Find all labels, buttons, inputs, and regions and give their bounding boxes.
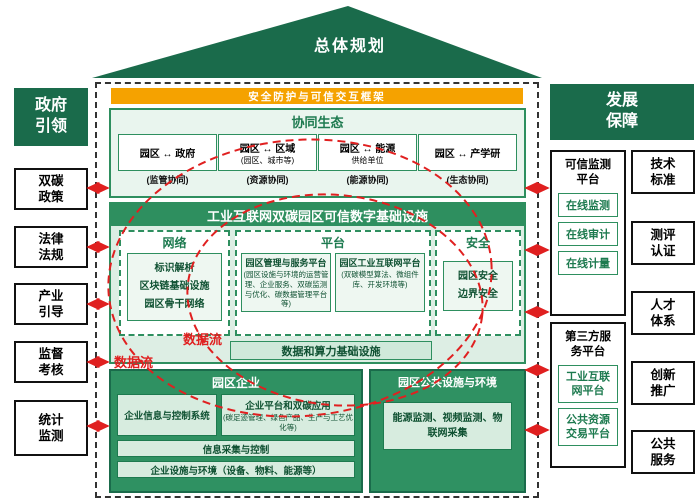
network-items: 标识解析 区块链基础设施 园区骨干网络 — [127, 253, 222, 321]
ecology-pair-line1: 园区 ↔ 能源 — [339, 143, 396, 155]
ecology-pair-caption: (生态协同) — [446, 175, 489, 185]
security-items: 园区安全 边界安全 — [443, 261, 513, 311]
data-computing-infrastructure-bar: 数据和算力基础设施 — [230, 341, 432, 360]
left-panel-item: 产业引导 — [14, 283, 88, 325]
platform-group-item: 在线审计 — [558, 221, 618, 246]
right-panel-item: 人才体系 — [631, 291, 695, 335]
network-panel-title: 网络 — [162, 236, 187, 250]
data-flow-label: 数据流 — [183, 332, 223, 347]
enterprise-box-title: 企业平台和双碳应用 — [245, 401, 331, 413]
left-panel-item-label: 法律法规 — [38, 231, 64, 262]
enterprise-box-desc: (碳足迹管理、绿色产品、生产与工艺优化等) — [223, 413, 353, 432]
right-panel-item-label: 创新推广 — [650, 367, 676, 398]
platform-group-item: 公共资源交易平台 — [558, 407, 618, 446]
enterprise-facilities-bar: 企业设施与环境（设备、物料、能源等） — [117, 461, 355, 478]
network-panel: 网络 标识解析 区块链基础设施 园区骨干网络 — [119, 230, 230, 336]
overall-planning-title: 总体规划 — [313, 38, 386, 55]
left-panel-header-label: 政府引领 — [34, 97, 67, 135]
info-collection-control-bar: 信息采集与控制 — [117, 440, 355, 457]
right-panel-item-label: 人才体系 — [650, 297, 676, 328]
ecology-pair-line1: 园区 ↔ 区域 — [239, 143, 296, 155]
ecology-pair-caption: (监管协同) — [146, 175, 189, 185]
ecology-pair-line1: 园区 ↔ 产学研 — [434, 149, 501, 160]
third-party-service-platform-box: 第三方服务平台 工业互联网平台 公共资源交易平台 — [550, 322, 626, 468]
platform-group-item-label: 工业互联网平台 — [566, 370, 610, 397]
left-panel-item: 法律法规 — [14, 226, 88, 268]
ecology-pair: 园区 ↔ 能源 供给单位 (能源协同) — [318, 134, 417, 186]
left-panel-item-label: 监督考核 — [38, 346, 64, 377]
platform-group-title-label: 第三方服务平台 — [565, 331, 611, 358]
security-panel: 安全 园区安全 边界安全 — [435, 230, 521, 336]
enterprise-title: 园区企业 — [211, 376, 260, 390]
right-panel-item-label: 技术标准 — [650, 156, 676, 187]
ecology-pair: 园区 ↔ 政府 (监管协同) — [118, 134, 217, 186]
left-panel-item: 统计监测 — [14, 400, 88, 456]
platform-box-title: 园区管理与服务平台 — [245, 258, 327, 268]
infrastructure-box: 工业互联网双碳园区可信数字基础设施 网络 标识解析 区块链基础设施 园区骨干网络… — [109, 202, 526, 364]
right-panel-item: 创新推广 — [631, 361, 695, 405]
ecology-pair-box: 园区 ↔ 政府 — [118, 134, 217, 171]
trusted-monitoring-platform-box: 可信监测平台 在线监测 在线审计 在线计量 — [550, 150, 626, 316]
platform-panel-boxes: 园区管理与服务平台 (园区设施与环境的运营管理、企业服务、双碳监测与优化、碳数据… — [237, 253, 429, 312]
left-panel-header: 政府引领 — [14, 88, 88, 146]
ecology-pair: 园区 ↔ 产学研 (生态协同) — [418, 134, 517, 186]
enterprise-row1: 企业信息与控制系统 企业平台和双碳应用 (碳足迹管理、绿色产品、生产与工艺优化等… — [111, 391, 361, 436]
left-panel-item: 双碳政策 — [14, 168, 88, 210]
platform-group-title-label: 可信监测平台 — [565, 159, 611, 186]
ecology-pair: 园区 ↔ 区域 (园区、城市等) (资源协同) — [218, 134, 317, 186]
right-panel-item: 公共服务 — [631, 430, 695, 474]
platform-panel-title: 平台 — [320, 236, 345, 250]
public-facilities-monitoring-box: 能源监测、视频监测、物联网采集 — [383, 402, 512, 450]
platform-group-item-label: 公共资源交易平台 — [566, 413, 610, 440]
platform-group-item: 在线监测 — [558, 192, 618, 217]
infrastructure-title: 工业互联网双碳园区可信数字基础设施 — [111, 204, 524, 226]
platform-group-item: 在线计量 — [558, 250, 618, 275]
network-item: 标识解析 — [154, 263, 195, 274]
ecology-box: 协同生态 园区 ↔ 政府 (监管协同) 园区 ↔ 区域 (园区、城市等) (资源… — [109, 108, 526, 198]
right-panel-header-label: 发展保障 — [605, 92, 638, 130]
park-mgmt-service-platform: 园区管理与服务平台 (园区设施与环境的运营管理、企业服务、双碳监测与优化、碳数据… — [241, 253, 331, 312]
ecology-pair-box: 园区 ↔ 区域 (园区、城市等) — [218, 134, 317, 171]
platform-box-title: 园区工业互联网平台 — [339, 258, 421, 268]
ecology-title: 协同生态 — [291, 115, 344, 130]
right-panel-item-label: 公共服务 — [650, 436, 676, 467]
ecology-pair-caption: (资源协同) — [246, 175, 289, 185]
platform-group-item: 工业互联网平台 — [558, 364, 618, 403]
platform-group-title: 第三方服务平台 — [556, 330, 620, 360]
security-item: 边界安全 — [458, 289, 498, 300]
ecology-pair-line2: (园区、城市等) — [240, 155, 295, 165]
enterprise-box: 园区企业 企业信息与控制系统 企业平台和双碳应用 (碳足迹管理、绿色产品、生产与… — [109, 369, 363, 493]
ecology-pair-box: 园区 ↔ 产学研 — [418, 134, 517, 171]
ecology-pair-box: 园区 ↔ 能源 供给单位 — [318, 134, 417, 171]
left-panel-item-label: 产业引导 — [38, 288, 64, 319]
right-panel-item: 测评认证 — [631, 221, 695, 265]
left-panel-item-label: 统计监测 — [38, 412, 64, 443]
left-panel-item: 监督考核 — [14, 341, 88, 383]
network-item: 区块链基础设施 — [139, 281, 210, 292]
platform-box-desc: (双碳模型算法、微组件库、开发环境等) — [341, 270, 419, 289]
security-banner: 安全防护与可信交互框架 — [111, 88, 523, 104]
platform-box-desc: (园区设施与环境的运营管理、企业服务、双碳监测与优化、碳数据管理平台等) — [243, 270, 329, 309]
platform-group-title: 可信监测平台 — [556, 158, 620, 188]
enterprise-platform-app-box: 企业平台和双碳应用 (碳足迹管理、绿色产品、生产与工艺优化等) — [221, 394, 355, 436]
park-industrial-internet-platform: 园区工业互联网平台 (双碳模型算法、微组件库、开发环境等) — [335, 253, 425, 312]
right-panel-header: 发展保障 — [550, 84, 694, 140]
security-panel-title: 安全 — [465, 236, 490, 250]
public-facilities-box: 园区公共设施与环境 能源监测、视频监测、物联网采集 — [369, 369, 526, 493]
ecology-pairs: 园区 ↔ 政府 (监管协同) 园区 ↔ 区域 (园区、城市等) (资源协同) 园… — [111, 131, 524, 186]
ecology-pair-line2: 供给单位 — [351, 155, 384, 165]
enterprise-box-title: 企业信息与控制系统 — [124, 411, 210, 422]
right-panel-item: 技术标准 — [631, 150, 695, 194]
enterprise-info-control-box: 企业信息与控制系统 — [117, 394, 217, 436]
security-item: 园区安全 — [458, 271, 498, 282]
ecology-pair-line1: 园区 ↔ 政府 — [139, 149, 196, 160]
ecology-pair-caption: (能源协同) — [346, 175, 389, 185]
right-panel-item-label: 测评认证 — [650, 227, 676, 258]
public-facilities-title: 园区公共设施与环境 — [398, 377, 497, 389]
platform-panel: 平台 园区管理与服务平台 (园区设施与环境的运营管理、企业服务、双碳监测与优化、… — [235, 230, 431, 336]
network-item: 园区骨干网络 — [144, 299, 205, 310]
left-panel-item-label: 双碳政策 — [38, 173, 64, 204]
